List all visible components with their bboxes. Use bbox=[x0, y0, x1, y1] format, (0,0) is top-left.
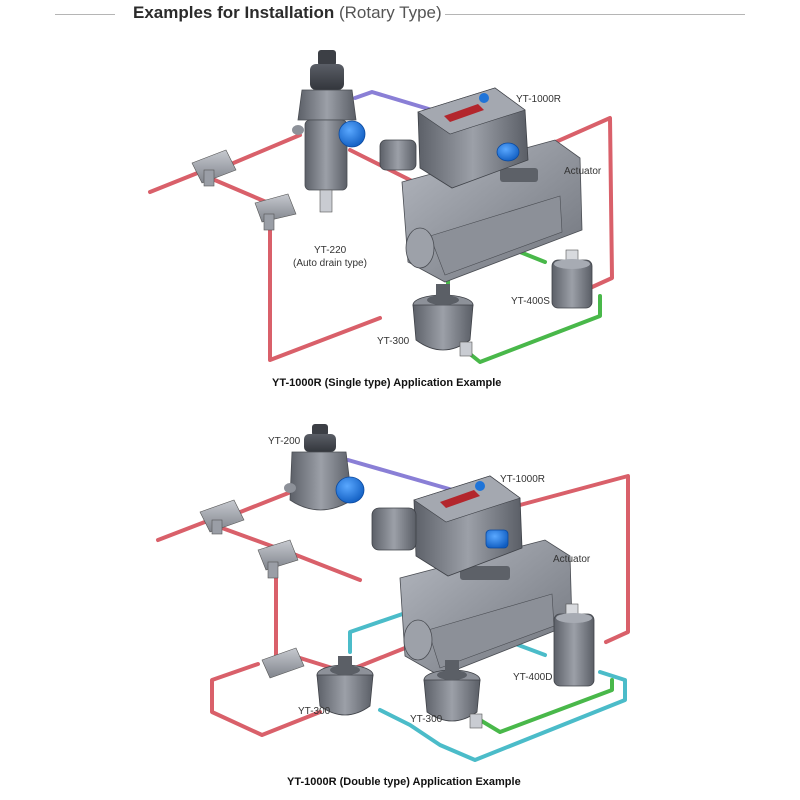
caption-single: YT-1000R (Single type) Application Examp… bbox=[272, 377, 501, 389]
section-title-main: Examples for Installation bbox=[133, 3, 335, 22]
single-filter-regulator bbox=[292, 50, 366, 213]
section-title: Examples for Installation (Rotary Type) bbox=[133, 3, 442, 23]
double-positioner bbox=[371, 475, 523, 577]
section-title-sub: (Rotary Type) bbox=[338, 3, 442, 22]
single-type-diagram: YT-1000R Actuator YT-220 (Auto drain typ… bbox=[148, 50, 614, 389]
label-double-lock-valve: YT-400D bbox=[513, 672, 552, 683]
label-double-filter: YT-200 bbox=[268, 436, 301, 447]
label-double-positioner: YT-1000R bbox=[500, 474, 545, 485]
single-booster bbox=[412, 284, 474, 357]
label-double-booster-left: YT-300 bbox=[298, 706, 331, 717]
single-tee-fittings bbox=[191, 149, 297, 231]
double-filter-regulator bbox=[284, 424, 365, 511]
label-single-positioner: YT-1000R bbox=[516, 94, 561, 105]
header-rule-left bbox=[55, 14, 115, 15]
single-lock-valve bbox=[551, 249, 593, 309]
header-rule-right bbox=[445, 14, 745, 15]
double-tee-fittings bbox=[199, 499, 305, 679]
label-single-filter: YT-220 bbox=[314, 245, 347, 256]
double-type-diagram: YT-200 YT-1000R Actuator YT-400D YT-300 … bbox=[156, 424, 630, 788]
double-lock-valve bbox=[553, 603, 595, 687]
label-single-filter-note: (Auto drain type) bbox=[293, 258, 367, 269]
label-double-booster-right: YT-300 bbox=[410, 714, 443, 725]
label-single-lock-valve: YT-400S bbox=[511, 296, 550, 307]
double-booster-left bbox=[316, 656, 374, 716]
label-single-actuator: Actuator bbox=[564, 166, 602, 177]
double-booster-right bbox=[423, 660, 483, 729]
single-positioner bbox=[379, 87, 529, 189]
section-header: Examples for Installation (Rotary Type) bbox=[0, 0, 800, 32]
label-double-actuator: Actuator bbox=[553, 554, 591, 565]
label-single-booster: YT-300 bbox=[377, 336, 410, 347]
caption-double: YT-1000R (Double type) Application Examp… bbox=[287, 776, 521, 788]
